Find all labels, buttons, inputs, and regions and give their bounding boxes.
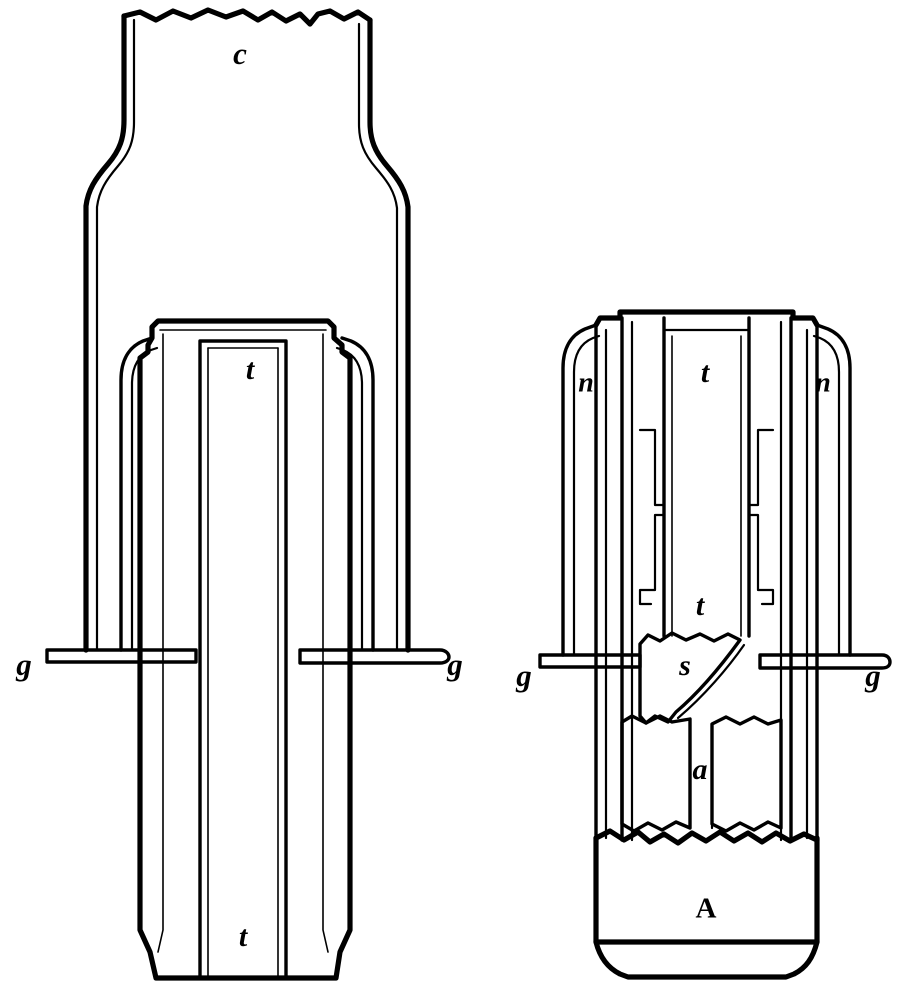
right-figure: n n t t s a g g A (515, 309, 892, 980)
right-label-n-right: n (815, 367, 831, 398)
left-figure: c t t g g (15, 7, 463, 981)
left-casing-outer-left (83, 13, 127, 653)
left-casing-break-edge (121, 7, 373, 27)
right-sleeve-top-edge (593, 309, 820, 328)
left-label-t-lower: t (239, 920, 249, 953)
right-label-g-left: g (515, 658, 532, 693)
right-label-t-lower: t (696, 589, 706, 622)
left-tube-body-outline (137, 318, 353, 981)
left-label-c: c (233, 36, 247, 71)
right-casing-outer-left (561, 323, 598, 657)
right-label-n-left: n (578, 367, 594, 398)
left-tube-body-innerline (157, 329, 329, 953)
right-label-A: A (696, 893, 717, 925)
left-casing-outer-right (367, 17, 411, 653)
left-sleeve-outer-left (119, 336, 154, 652)
left-bore-outline (198, 339, 288, 980)
left-flange-right-bar (298, 648, 451, 665)
right-base-break-edge (593, 828, 820, 846)
right-label-t-upper: t (701, 356, 711, 389)
right-casing-outer-right (815, 323, 852, 657)
right-notch-strip-left (638, 428, 666, 606)
left-label-g-right: g (446, 647, 463, 682)
right-base-skirt (593, 939, 820, 980)
right-flange-left-bar (538, 653, 642, 669)
right-fragment-s-curve-inner (676, 643, 746, 720)
left-flange-left-bar (45, 648, 198, 664)
right-packing-block-right (710, 715, 783, 833)
left-casing-inner-left (95, 18, 136, 652)
right-casing-inner-left (572, 334, 601, 657)
right-casing-inner-right (812, 334, 841, 657)
left-sleeve-outer-right (340, 336, 375, 652)
left-label-t-upper: t (246, 353, 256, 386)
right-label-s: s (678, 649, 691, 682)
right-notch-strip-right (747, 428, 775, 606)
left-casing-inner-right (357, 22, 399, 652)
left-label-g-left: g (15, 647, 32, 682)
left-sleeve-inner-left (130, 346, 159, 652)
right-flange-right-bar (758, 653, 892, 670)
right-label-g-right: g (864, 658, 881, 693)
right-base-body-outline (593, 835, 820, 945)
right-label-a: a (693, 753, 708, 786)
